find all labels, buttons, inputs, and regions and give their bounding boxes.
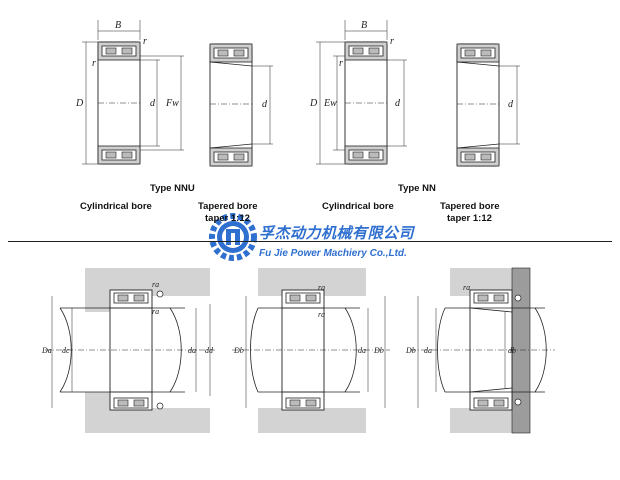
label-da-outer: Da (41, 346, 52, 355)
section-divider (8, 241, 612, 242)
label-bore-diameter: d (508, 99, 514, 110)
watermark-company-name-cn: 孚杰动力机械有限公司 (259, 224, 415, 242)
mounting-drawing-nnu (45, 268, 215, 433)
caption-taper-ratio-left: taper 1:12 (205, 213, 250, 224)
gear-logo-icon (209, 213, 257, 261)
label-db: Db (373, 346, 384, 355)
label-db: Db (405, 346, 416, 355)
label-outer-diameter: D (309, 98, 318, 109)
caption-type-nnu: Type NNU (150, 183, 195, 194)
nn-cylindrical-drawing (316, 20, 407, 165)
caption-tapered-bore-right: Tapered bore (440, 201, 500, 212)
label-ra: ra (463, 283, 470, 292)
label-r: r (92, 58, 96, 69)
label-ew: Ew (323, 98, 337, 109)
label-db-inner: db (508, 346, 516, 355)
nn-tapered-drawing (456, 43, 520, 167)
label-ra: ra (152, 280, 159, 289)
label-dd: dd (205, 346, 214, 355)
caption-type-nn: Type NN (398, 183, 436, 194)
label-r: r (339, 58, 343, 69)
label-ra: ra (318, 310, 325, 319)
caption-cylindrical-bore-right: Cylindrical bore (322, 201, 394, 212)
label-b: B (115, 20, 121, 31)
caption-tapered-bore-left: Tapered bore (198, 201, 258, 212)
label-bore-diameter: d (262, 99, 268, 110)
caption-taper-ratio-right: taper 1:12 (447, 213, 492, 224)
label-ra: ra (152, 307, 159, 316)
label-db: Db (233, 346, 244, 355)
caption-cylindrical-bore-left: Cylindrical bore (80, 201, 152, 212)
label-b: B (361, 20, 367, 31)
label-fw: Fw (165, 98, 179, 109)
label-dc: dc (62, 346, 70, 355)
label-r: r (143, 36, 147, 47)
label-da: da (188, 346, 196, 355)
label-bore-diameter: d (150, 98, 156, 109)
nnu-cylindrical-drawing (82, 20, 184, 165)
watermark-company-name-en: Fu Jie Power Machiery Co.,Ltd. (259, 248, 407, 259)
label-outer-diameter: D (75, 98, 84, 109)
mounting-drawing-nn-tapered (410, 267, 555, 434)
label-da: da (358, 346, 366, 355)
label-ra: ra (318, 283, 325, 292)
label-bore-diameter: d (395, 98, 401, 109)
label-r: r (390, 36, 394, 47)
mounting-drawing-nn (232, 268, 390, 433)
nnu-tapered-drawing (209, 43, 273, 167)
label-da: da (424, 346, 432, 355)
